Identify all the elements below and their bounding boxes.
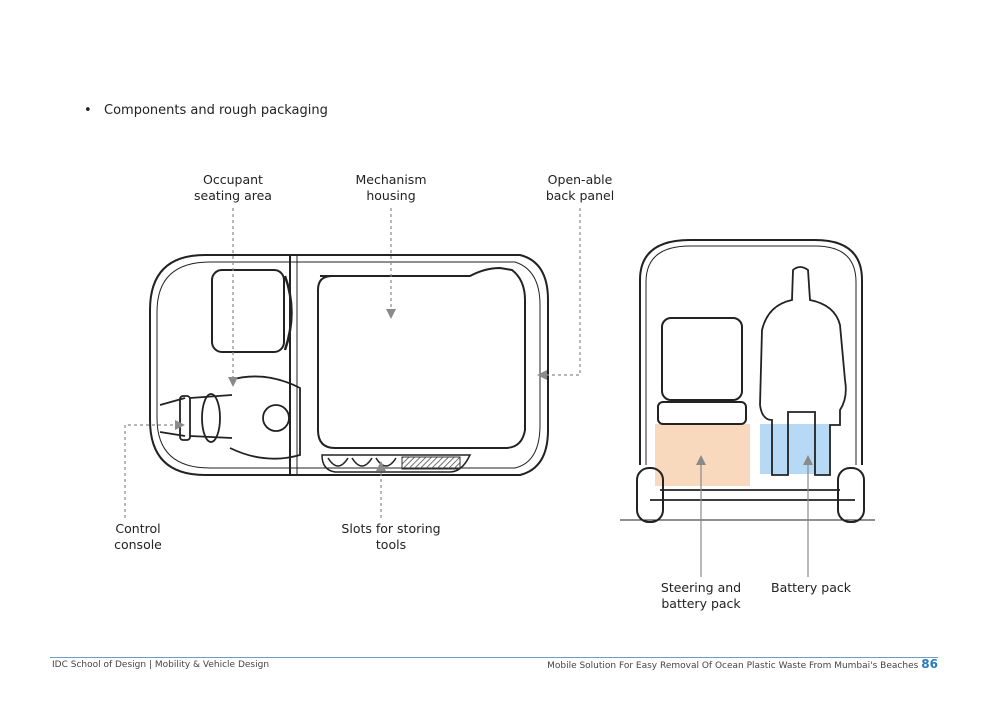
label-line: seating area [194, 188, 272, 203]
top-view-occupant [159, 375, 301, 460]
top-view-vehicle [149, 254, 549, 476]
bullet-point: • Components and rough packaging [84, 103, 328, 118]
label-line: Open-able [547, 172, 613, 187]
side-view-seat-back [661, 317, 743, 401]
label-openable-back-panel: Open-able back panel [525, 172, 635, 204]
bullet-text: Components and rough packaging [104, 103, 328, 118]
label-line: Occupant [203, 172, 263, 187]
hatched-slot [401, 456, 461, 470]
tool-slots [321, 454, 472, 473]
top-view-body-outline [149, 254, 549, 476]
label-line: Steering and [660, 580, 742, 595]
label-line: Control [115, 521, 161, 536]
label-occupant-seating-area: Occupant seating area [178, 172, 288, 204]
side-view-wheel-right [837, 467, 865, 523]
side-view-seat-base [657, 401, 747, 425]
footer-title: Mobile Solution For Easy Removal Of Ocea… [547, 661, 919, 671]
label-battery-pack: Battery pack [756, 580, 866, 596]
solid-leader-lines [696, 455, 813, 577]
footer-left-text: IDC School of Design | Mobility & Vehicl… [52, 660, 270, 670]
label-line: back panel [545, 188, 615, 203]
mechanism-housing-outline [317, 266, 526, 449]
label-line: Battery pack [771, 580, 851, 595]
page-number: 86 [921, 657, 938, 671]
leader-lines [124, 208, 581, 518]
label-mechanism-housing: Mechanism housing [336, 172, 446, 204]
label-control-console: Control console [95, 521, 181, 553]
leader-backpanel [537, 208, 581, 380]
footer-right: Mobile Solution For Easy Removal Of Ocea… [547, 657, 938, 671]
footer-rule [50, 657, 938, 658]
top-view-seat-back [283, 275, 293, 351]
label-line: battery pack [661, 596, 741, 611]
top-view-body-inner [156, 261, 541, 469]
label-line: console [114, 537, 162, 552]
leader-control [124, 420, 185, 518]
side-view-wheel-left [636, 467, 664, 523]
side-view-body-outline [639, 239, 863, 465]
label-line: Mechanism [355, 172, 427, 187]
label-line: housing [366, 188, 416, 203]
side-view-vehicle [620, 239, 875, 523]
battery-zone [760, 424, 830, 474]
label-slots-for-storing-tools: Slots for storing tools [321, 521, 461, 553]
side-view-occupant [759, 266, 847, 476]
steering-battery-zone [655, 424, 750, 486]
label-line: Slots for storing [341, 521, 441, 536]
bullet-dot: • [84, 103, 92, 118]
label-steering-and-battery-pack: Steering and battery pack [646, 580, 756, 612]
side-view-chassis [650, 489, 855, 501]
label-line: tools [375, 537, 407, 552]
top-view-seat [211, 269, 285, 353]
